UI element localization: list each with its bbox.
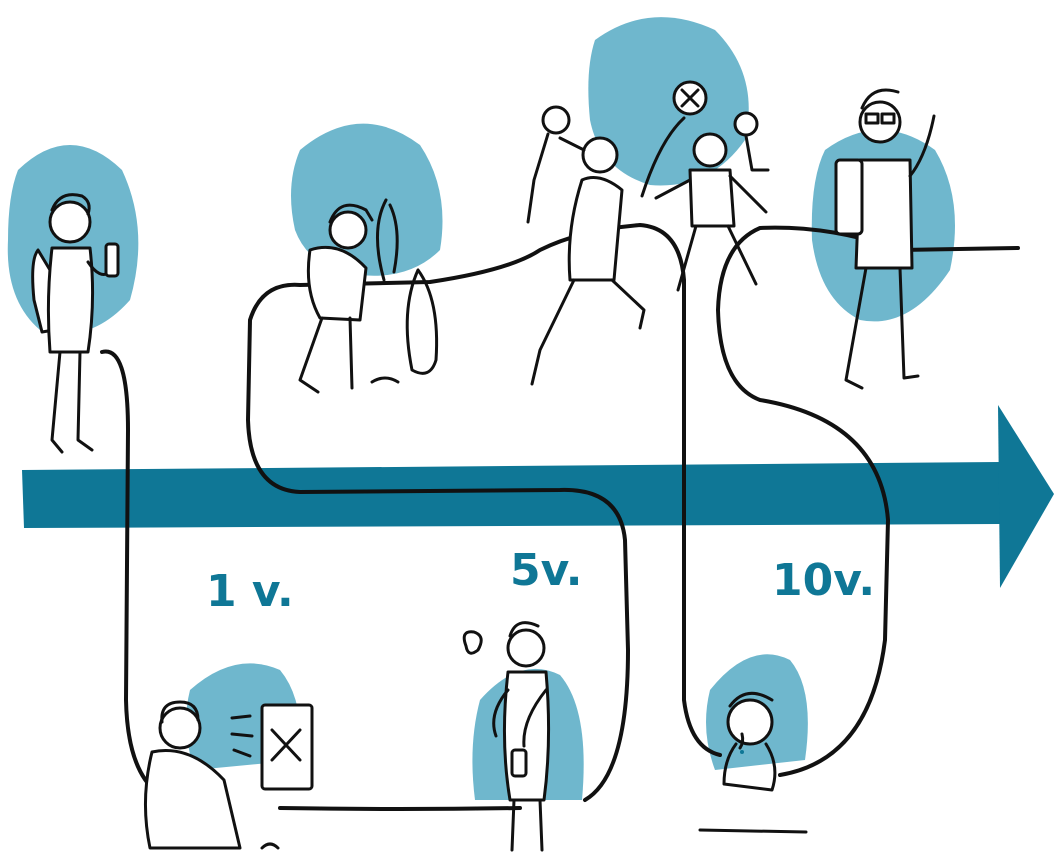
year-labels: 1 v. 5v. 10v. (206, 545, 875, 617)
timeline-arrow-body (22, 462, 1000, 528)
scene-backdrops (8, 17, 955, 800)
year-label-1: 1 v. (206, 566, 294, 617)
year-label-5: 5v. (510, 545, 582, 596)
corner-ink-mark (262, 844, 278, 848)
timeline-arrow-head (998, 405, 1054, 588)
year-label-10: 10v. (772, 555, 875, 606)
